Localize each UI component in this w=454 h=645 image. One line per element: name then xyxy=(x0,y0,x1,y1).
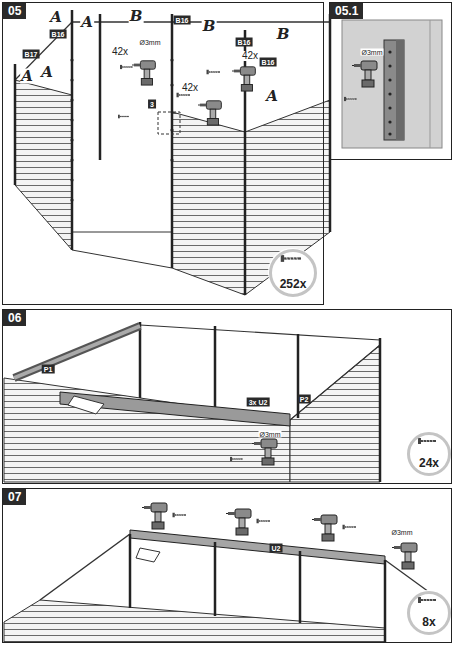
handwritten-mark: A xyxy=(265,89,279,104)
part-tag: B17 xyxy=(23,50,40,59)
quantity-count: 24x xyxy=(419,456,439,473)
handwritten-mark: A xyxy=(49,10,63,25)
step-panel: 05.1 xyxy=(329,2,452,160)
quantity-count: 8x xyxy=(422,615,435,632)
step-panel: 05 252x xyxy=(2,2,324,305)
quantity-circle: 8x xyxy=(407,591,451,635)
handwritten-mark: B xyxy=(202,19,217,34)
part-tag: B16 xyxy=(236,38,253,47)
beam-install-step6 xyxy=(4,322,450,482)
part-tag: B16 xyxy=(174,16,191,25)
part-tag: P2 xyxy=(298,395,311,404)
part-tag: U2 xyxy=(270,544,283,553)
step-panel: 06 24x xyxy=(2,309,452,484)
callout-number: 3 xyxy=(148,100,156,109)
quantity-note: Ø3mm xyxy=(391,529,414,536)
quantity-note: Ø3mm xyxy=(139,39,162,46)
quantity-circle: 252x xyxy=(269,249,317,297)
step-number: 07 xyxy=(3,489,26,505)
handwritten-mark: B xyxy=(129,9,144,24)
step-panel: 07 8x xyxy=(2,488,452,643)
quantity-note: 42x xyxy=(241,51,259,61)
handwritten-mark: A xyxy=(40,65,54,80)
step-number: 05 xyxy=(3,3,26,19)
handwritten-mark: B xyxy=(276,27,291,42)
part-tag: P1 xyxy=(42,365,55,374)
part-tag: 3x U2 xyxy=(247,398,270,407)
quantity-circle: 24x xyxy=(407,432,451,476)
shed-walls-step5 xyxy=(15,10,330,296)
handwritten-mark: A xyxy=(20,69,34,84)
top-beam-step7 xyxy=(4,503,450,642)
step-number: 05.1 xyxy=(330,3,363,19)
handwritten-mark: A xyxy=(80,15,94,30)
quantity-count: 252x xyxy=(280,277,307,294)
quantity-note: Ø3mm xyxy=(361,49,384,56)
quantity-note: Ø3mm xyxy=(259,431,282,438)
bracket-detail xyxy=(342,20,442,148)
part-tag: B16 xyxy=(260,58,277,67)
step-number: 06 xyxy=(3,310,26,326)
part-tag: B16 xyxy=(50,30,67,39)
quantity-note: 42x xyxy=(111,47,129,57)
quantity-note: 42x xyxy=(181,83,199,93)
